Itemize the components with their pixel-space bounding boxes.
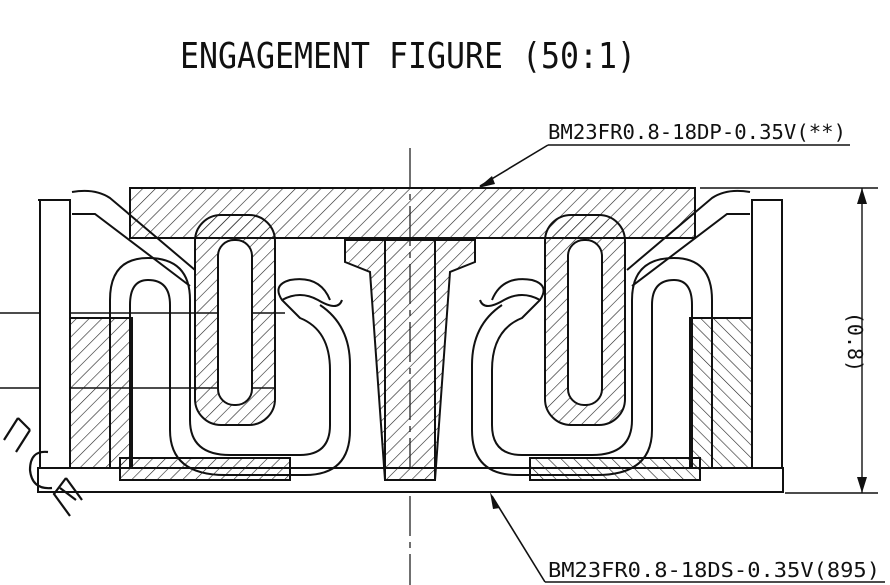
receptacle-callout: BM23FR0.8-18DS-0.35V(895) [490, 492, 885, 583]
header-arrowhead [478, 176, 495, 188]
height-dimension: (0.8) [700, 187, 878, 494]
header-body [129, 187, 696, 426]
figure-title: ENGAGEMENT FIGURE (50:1) [180, 36, 636, 77]
right-contact [471, 189, 751, 476]
header-callout: BM23FR0.8-18DP-0.35V(**) [478, 120, 850, 188]
watermark [3, 417, 83, 517]
left-contact [71, 189, 351, 476]
header-part-label: BM23FR0.8-18DP-0.35V(**) [548, 120, 846, 144]
receptacle-part-label: BM23FR0.8-18DS-0.35V(895) [548, 558, 880, 582]
receptacle-housing [37, 199, 784, 493]
height-dimension-value: (0.8) [843, 312, 867, 372]
receptacle-arrowhead [490, 492, 500, 509]
